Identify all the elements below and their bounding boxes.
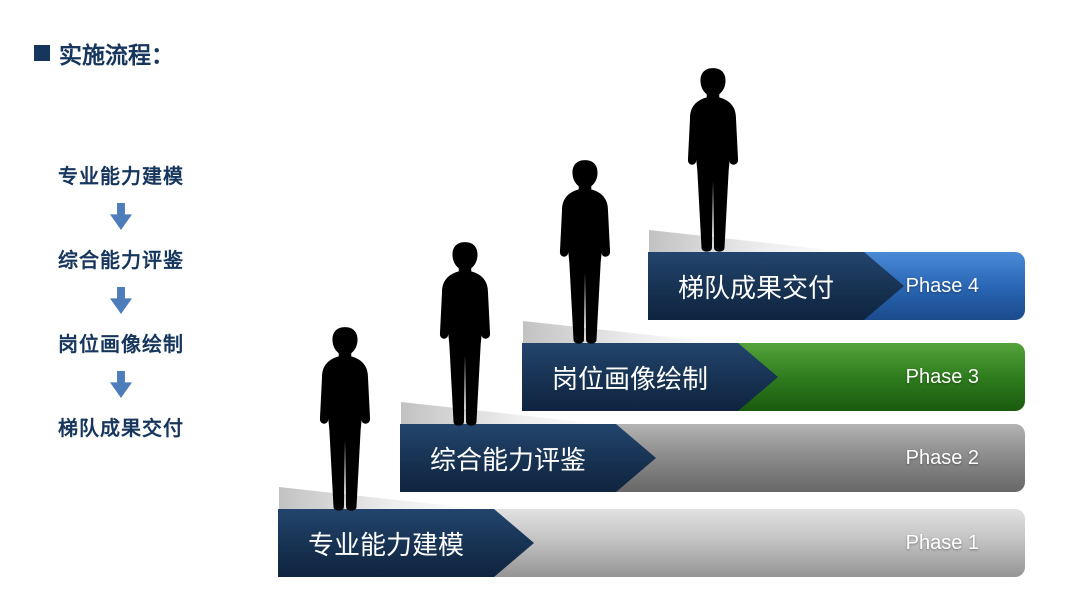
person-silhouette-icon [308, 325, 382, 513]
person-silhouette-icon [428, 240, 502, 428]
flow-step-label-4: 梯队成果交付 [58, 418, 184, 440]
slide-title: 实施流程： [34, 36, 174, 70]
person-silhouette-icon [676, 66, 750, 254]
left-flow-list: 专业能力建模 综合能力评鉴 岗位画像绘制 梯队成果交付 [58, 160, 184, 455]
step-banner-1: 专业能力建模 [278, 509, 534, 577]
step-banner-label: 岗位画像绘制 [552, 363, 709, 394]
phase-label: Phase 2 [905, 446, 979, 469]
phase-label: Phase 4 [905, 274, 979, 297]
step-banner-label: 梯队成果交付 [678, 272, 835, 303]
phase-label: Phase 1 [905, 531, 979, 554]
step-banner-2: 综合能力评鉴 [400, 424, 656, 492]
flow-step-label-2: 综合能力评鉴 [58, 250, 184, 272]
step-banner-3: 岗位画像绘制 [522, 343, 778, 411]
square-bullet-icon [34, 45, 50, 61]
step-banner-label: 专业能力建模 [308, 529, 465, 560]
step-banner-label: 综合能力评鉴 [430, 444, 587, 475]
flow-step-label-3: 岗位画像绘制 [58, 334, 184, 356]
person-silhouette-icon [548, 158, 622, 346]
page-title: 实施流程： [59, 42, 174, 68]
flow-step-label-1: 专业能力建模 [58, 166, 184, 188]
step-banner-4: 梯队成果交付 [648, 252, 904, 320]
phase-label: Phase 3 [905, 365, 979, 388]
